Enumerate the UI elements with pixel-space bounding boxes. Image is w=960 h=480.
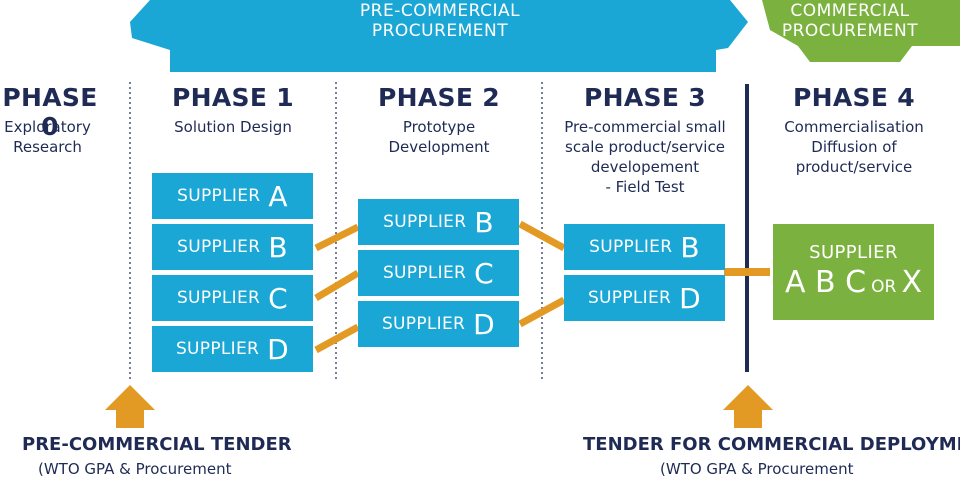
pre-commercial-tender-subtitle: (WTO GPA & Procurement [38, 460, 232, 478]
supplier-letter: D [679, 281, 702, 315]
pre-commercial-banner [130, 0, 748, 72]
phase-1-supplier-d: SUPPLIER D [152, 326, 313, 372]
phase-1-supplier-c: SUPPLIER C [152, 275, 313, 321]
phase-4-supplier-or: OR [871, 277, 897, 297]
phase-2-supplier-d: SUPPLIER D [358, 301, 519, 347]
phase-4-description: Commercialisation Diffusion of product/s… [762, 117, 946, 177]
supplier-letter: B [680, 230, 700, 264]
pre-commercial-tender-arrow [105, 385, 155, 428]
commercial-banner [762, 0, 960, 62]
commercial-tender-arrow [723, 385, 773, 428]
phase-2-line-1: Prototype [402, 118, 476, 136]
commercial-banner-line1: COMMERCIAL [790, 1, 910, 21]
phase-4-supplier-letters-row: A B C OR X [773, 265, 934, 300]
supplier-word: SUPPLIER [589, 237, 673, 257]
phase-4-title: PHASE 4 [793, 83, 915, 112]
pre-commercial-tender-title: PRE-COMMERCIAL TENDER [22, 434, 292, 455]
pre-commercial-banner-line1: PRE-COMMERCIAL [359, 1, 521, 21]
commercial-tender-title: TENDER FOR COMMERCIAL DEPLOYMENT [583, 434, 960, 455]
supplier-word: SUPPLIER [175, 339, 260, 359]
phase-4-supplier-word: SUPPLIER [809, 242, 898, 263]
phase-4-supplier-last: X [901, 265, 923, 300]
phase-3-title: PHASE 3 [584, 83, 706, 112]
pre-commercial-banner-label: PRE-COMMERCIAL PROCUREMENT [330, 1, 550, 41]
commercial-banner-line2: PROCUREMENT [781, 21, 919, 41]
phase-2-line-2: Development [388, 138, 490, 156]
phase-4-line-1: Commercialisation [784, 118, 924, 136]
phase-4-supplier: SUPPLIER A B C OR X [773, 224, 934, 320]
phase-3-line-2: scale product/service [565, 138, 725, 156]
phase-0-line-1: Exploratory [4, 118, 91, 136]
supplier-word: SUPPLIER [383, 212, 467, 232]
phase-3-supplier-b: SUPPLIER B [564, 224, 725, 270]
supplier-word: SUPPLIER [587, 288, 672, 308]
supplier-word: SUPPLIER [381, 314, 466, 334]
phase-2-supplier-c: SUPPLIER C [358, 250, 519, 296]
phase-3-description: Pre-commercial small scale product/servi… [548, 117, 742, 197]
connectors-phase2-phase3 [518, 220, 566, 328]
phase-0-title: PHASE 0 [2, 83, 98, 141]
supplier-letter: C [474, 256, 495, 290]
commercial-tender-subtitle: (WTO GPA & Procurement [660, 460, 854, 478]
supplier-letter: B [474, 205, 494, 239]
supplier-letter: C [268, 281, 289, 315]
supplier-word: SUPPLIER [177, 186, 261, 206]
phase-0-description: Exploratory Research [0, 117, 110, 157]
phase-2-description: Prototype Development [354, 117, 524, 157]
supplier-letter: B [268, 230, 288, 264]
phase-4-line-3: product/service [795, 158, 913, 176]
phase-4-line-2: Diffusion of [811, 138, 897, 156]
pre-commercial-banner-line2: PROCUREMENT [371, 21, 509, 41]
connectors-phase1-phase2 [314, 223, 360, 354]
phase-1-supplier-a: SUPPLIER A [152, 173, 313, 219]
phase-1-line-1: Solution Design [174, 118, 292, 136]
supplier-letter: D [267, 332, 290, 366]
phase-1-supplier-b: SUPPLIER B [152, 224, 313, 270]
phase-4-supplier-letters: A B C [784, 265, 867, 300]
phase-2-supplier-b: SUPPLIER B [358, 199, 519, 245]
phase-2-title: PHASE 2 [378, 83, 500, 112]
supplier-word: SUPPLIER [176, 288, 261, 308]
supplier-letter: D [473, 307, 496, 341]
phase-1-title: PHASE 1 [172, 83, 294, 112]
phase-3-supplier-d: SUPPLIER D [564, 275, 725, 321]
phase-3-line-4: - Field Test [605, 178, 685, 196]
phase-1-description: Solution Design [148, 117, 318, 137]
phase-0-line-2: Research [13, 138, 82, 156]
supplier-word: SUPPLIER [177, 237, 261, 257]
supplier-letter: A [268, 179, 288, 213]
phase-3-line-3: developement [590, 158, 700, 176]
phase-3-line-1: Pre-commercial small [564, 118, 726, 136]
supplier-word: SUPPLIER [382, 263, 467, 283]
commercial-banner-label: COMMERCIAL PROCUREMENT [770, 1, 930, 41]
